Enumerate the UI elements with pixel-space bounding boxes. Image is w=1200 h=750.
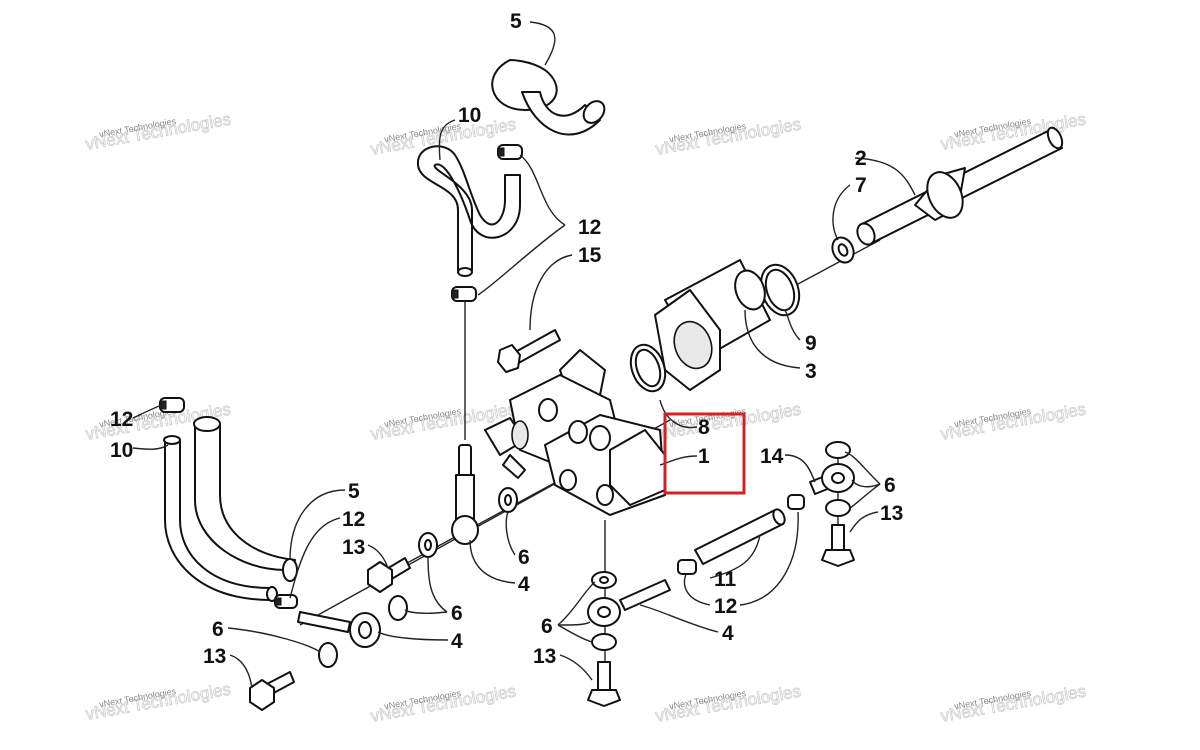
callout-9: 9	[805, 332, 817, 355]
callout-13-right: 13	[880, 502, 903, 525]
banjo-fitting-top	[451, 444, 479, 545]
hose-10-top	[416, 145, 521, 277]
banjo-fitting-left	[297, 611, 381, 648]
washer-6-bottom-b	[591, 633, 617, 651]
washer-6-right-b	[825, 499, 851, 517]
callout-labels: 5 10 12 15 2 7 9 3 8 1 14 6 13 12 10 5 1…	[110, 10, 903, 668]
callout-6-lower: 6	[451, 602, 463, 625]
hose-5-left	[193, 416, 298, 582]
tube-11	[694, 508, 786, 565]
callout-11: 11	[714, 568, 737, 591]
callout-10-top: 10	[458, 104, 481, 127]
washer-6-left-b	[318, 642, 338, 668]
highlight-box	[663, 412, 746, 495]
washer-6-right-a	[825, 441, 851, 459]
oil-pump-body-1	[484, 349, 666, 516]
callout-1: 1	[698, 445, 710, 468]
callout-4-bottom: 4	[722, 622, 734, 645]
callout-12-top: 12	[578, 216, 601, 239]
clamp-top-1	[497, 144, 523, 160]
callout-12-left: 12	[110, 408, 133, 431]
callout-10-left: 10	[110, 439, 133, 462]
banjo-fitting-right	[821, 463, 855, 493]
washer-6-mid	[498, 487, 518, 513]
callout-12-mid: 12	[342, 508, 365, 531]
callout-13-mid: 13	[342, 536, 365, 559]
washer-6-mid-2	[418, 532, 438, 558]
o-ring-8	[629, 343, 667, 393]
clamp-top-2	[451, 286, 477, 302]
callout-2: 2	[855, 147, 867, 170]
banjo-fitting-bottom	[587, 579, 671, 627]
callout-4-mid: 4	[518, 573, 530, 596]
bolt-15	[497, 329, 561, 373]
hose-5-top	[491, 59, 606, 136]
callout-6-bottom: 6	[541, 615, 553, 638]
washer-7	[831, 236, 855, 264]
callout-5-mid: 5	[348, 480, 360, 503]
callout-6-right: 6	[884, 474, 896, 497]
callout-5-top: 5	[510, 10, 522, 33]
bolt-13-bottom	[587, 661, 621, 707]
clamp-left-bottom	[274, 594, 298, 609]
callout-13-bottom: 13	[533, 645, 556, 668]
callout-15: 15	[578, 244, 602, 267]
o-ring-9	[759, 263, 801, 317]
clamp-12-right-a	[677, 559, 697, 575]
housing-3	[654, 259, 771, 391]
bolt-13-left	[249, 671, 295, 711]
callout-14: 14	[760, 445, 784, 468]
bolt-13-right	[821, 524, 855, 567]
washer-6-bottom-a	[591, 571, 617, 589]
bolt-13-mid	[367, 557, 411, 593]
callout-6-left: 6	[212, 618, 224, 641]
callout-6-mid: 6	[518, 546, 530, 569]
callout-12-right: 12	[714, 595, 737, 618]
leader-lines	[132, 21, 916, 689]
callout-7: 7	[855, 174, 867, 197]
clamp-12-right-b	[787, 494, 805, 510]
callout-3: 3	[805, 360, 817, 383]
washer-6-left-a	[388, 595, 408, 621]
callout-4-lower: 4	[451, 630, 463, 653]
callout-13-left: 13	[203, 645, 226, 668]
shaft-2	[856, 126, 1064, 246]
callout-8: 8	[698, 416, 710, 439]
